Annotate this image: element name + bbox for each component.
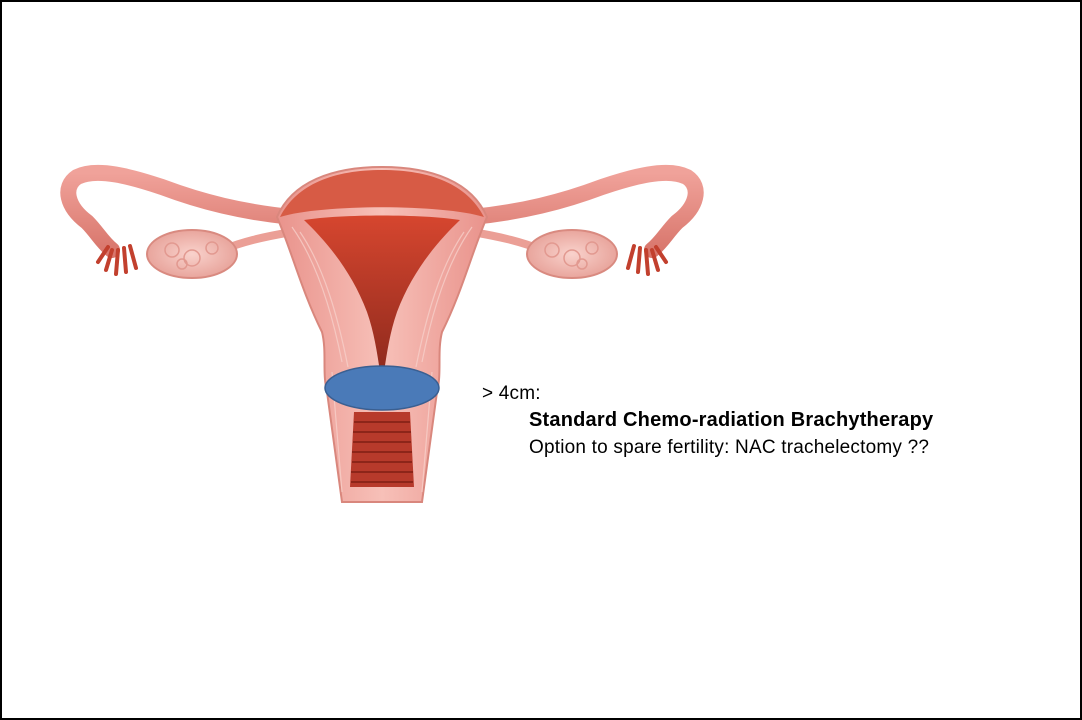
standard-treatment: Standard Chemo-radiation Brachytherapy <box>482 407 933 434</box>
right-ovary <box>527 230 617 278</box>
size-label: > 4cm: <box>482 380 933 407</box>
left-ovary <box>147 230 237 278</box>
right-fimbriae <box>628 246 666 274</box>
uterus-illustration <box>42 142 722 542</box>
treatment-text: > 4cm: Standard Chemo-radiation Brachyth… <box>482 380 933 461</box>
left-fimbriae <box>98 246 136 274</box>
fertility-option: Option to spare fertility: NAC trachelec… <box>482 434 933 461</box>
tumor-marker <box>325 366 439 410</box>
vaginal-canal <box>350 412 414 487</box>
